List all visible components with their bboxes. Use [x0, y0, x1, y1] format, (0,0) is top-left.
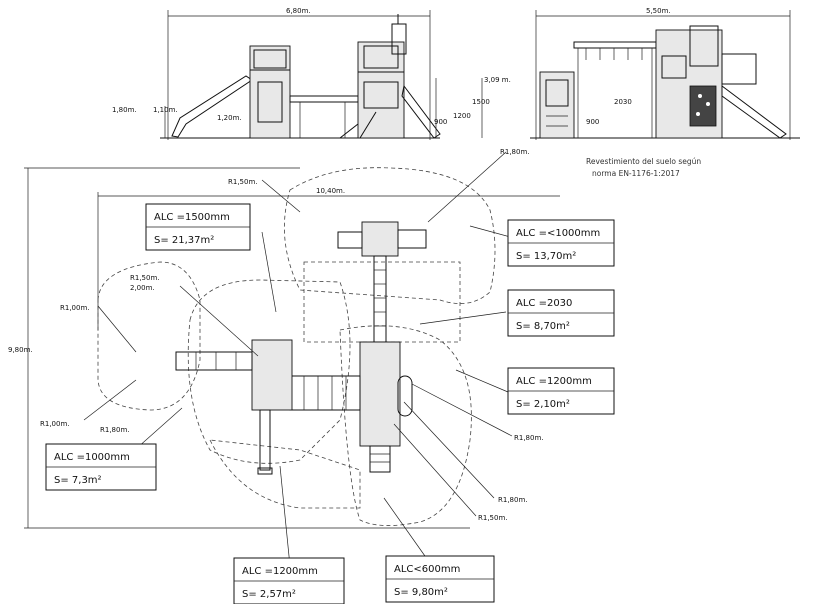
zone-area: S= 7,3m² — [54, 475, 102, 486]
front-h3: 1,20m. — [217, 114, 242, 122]
radius-label-bottom-right-2: R1,50m. — [478, 514, 508, 522]
zone-area: S= 9,80m² — [394, 587, 448, 598]
front-h5: 1500 — [472, 98, 490, 106]
free-space-area — [303, 261, 461, 343]
front-h6: 1200 — [453, 112, 471, 120]
front-h2: 1,10m. — [153, 106, 178, 114]
surface-note-line1: Revestimiento del suelo según — [586, 157, 701, 166]
radius-label-left-bottom: R1,00m. — [40, 420, 70, 428]
zone-label-1000-left: ALC =1000mm S= 7,3m² — [45, 443, 157, 491]
zone-area: S= 13,70m² — [516, 251, 576, 262]
zone-alc: ALC =1000mm — [54, 452, 130, 463]
safety-zone-center — [187, 279, 351, 464]
side-elevation: 5,50m. 2030 900 — [530, 7, 800, 140]
dim-2m: 2,00m. — [130, 284, 155, 292]
safety-zone-left — [97, 261, 201, 411]
plan-overall-width: 10,40m. — [316, 187, 345, 195]
zone-alc: ALC =<1000mm — [516, 228, 600, 239]
radius-label-left-top: R1,00m. — [60, 304, 90, 312]
front-h7: 900 — [434, 118, 447, 126]
side-h2: 900 — [586, 118, 599, 126]
zone-label-1200-bottom: ALC =1200mm S= 2,57m² — [233, 557, 345, 604]
front-elevation: 6,80m. 1,80m. 1,10m. 1,20m. 3,09 m. 1500 — [112, 7, 511, 140]
radius-label-top-left: R1,50m. — [228, 178, 258, 186]
zone-alc: ALC =1500mm — [154, 212, 230, 223]
side-width-dim: 5,50m. — [646, 7, 671, 15]
surface-note-line2: norma EN-1176-1:2017 — [592, 169, 680, 178]
zone-area: S= 2,57m² — [242, 589, 296, 600]
front-h1: 1,80m. — [112, 106, 137, 114]
plan-view: 9,80m. 10,40m. — [8, 148, 560, 567]
zone-alc: ALC =2030 — [516, 298, 572, 309]
zone-label-1200-right: ALC =1200mm S= 2,10m² — [507, 367, 615, 415]
radius-label-right: R1,80m. — [514, 434, 544, 442]
zone-label-1000-top: ALC =<1000mm S= 13,70m² — [507, 219, 615, 267]
zone-label-600: ALC<600mm S= 9,80m² — [385, 555, 495, 603]
zone-alc: ALC<600mm — [394, 564, 460, 575]
safety-zone-top — [283, 167, 496, 304]
radius-label-lower: R1,80m. — [100, 426, 130, 434]
plan-overall-height: 9,80m. — [8, 346, 33, 354]
side-h1: 2030 — [614, 98, 632, 106]
zone-area: S= 21,37m² — [154, 235, 214, 246]
front-width-dim: 6,80m. — [286, 7, 311, 15]
zone-area: S= 2,10m² — [516, 399, 570, 410]
zone-alc: ALC =1200mm — [516, 376, 592, 387]
radius-label-bottom-right-1: R1,80m. — [498, 496, 528, 504]
zone-label-1500: ALC =1500mm S= 21,37m² — [145, 203, 251, 251]
zone-label-2030: ALC =2030 S= 8,70m² — [507, 289, 615, 337]
radius-label-top-right: R1,80m. — [500, 148, 530, 156]
radius-label-mid-left: R1,50m. — [130, 274, 160, 282]
safety-zone-right — [339, 325, 472, 526]
zone-alc: ALC =1200mm — [242, 566, 318, 577]
safety-zone-bottom — [209, 439, 361, 509]
zone-area: S= 8,70m² — [516, 321, 570, 332]
equipment-plan — [175, 221, 427, 475]
front-h4: 3,09 m. — [484, 76, 511, 84]
